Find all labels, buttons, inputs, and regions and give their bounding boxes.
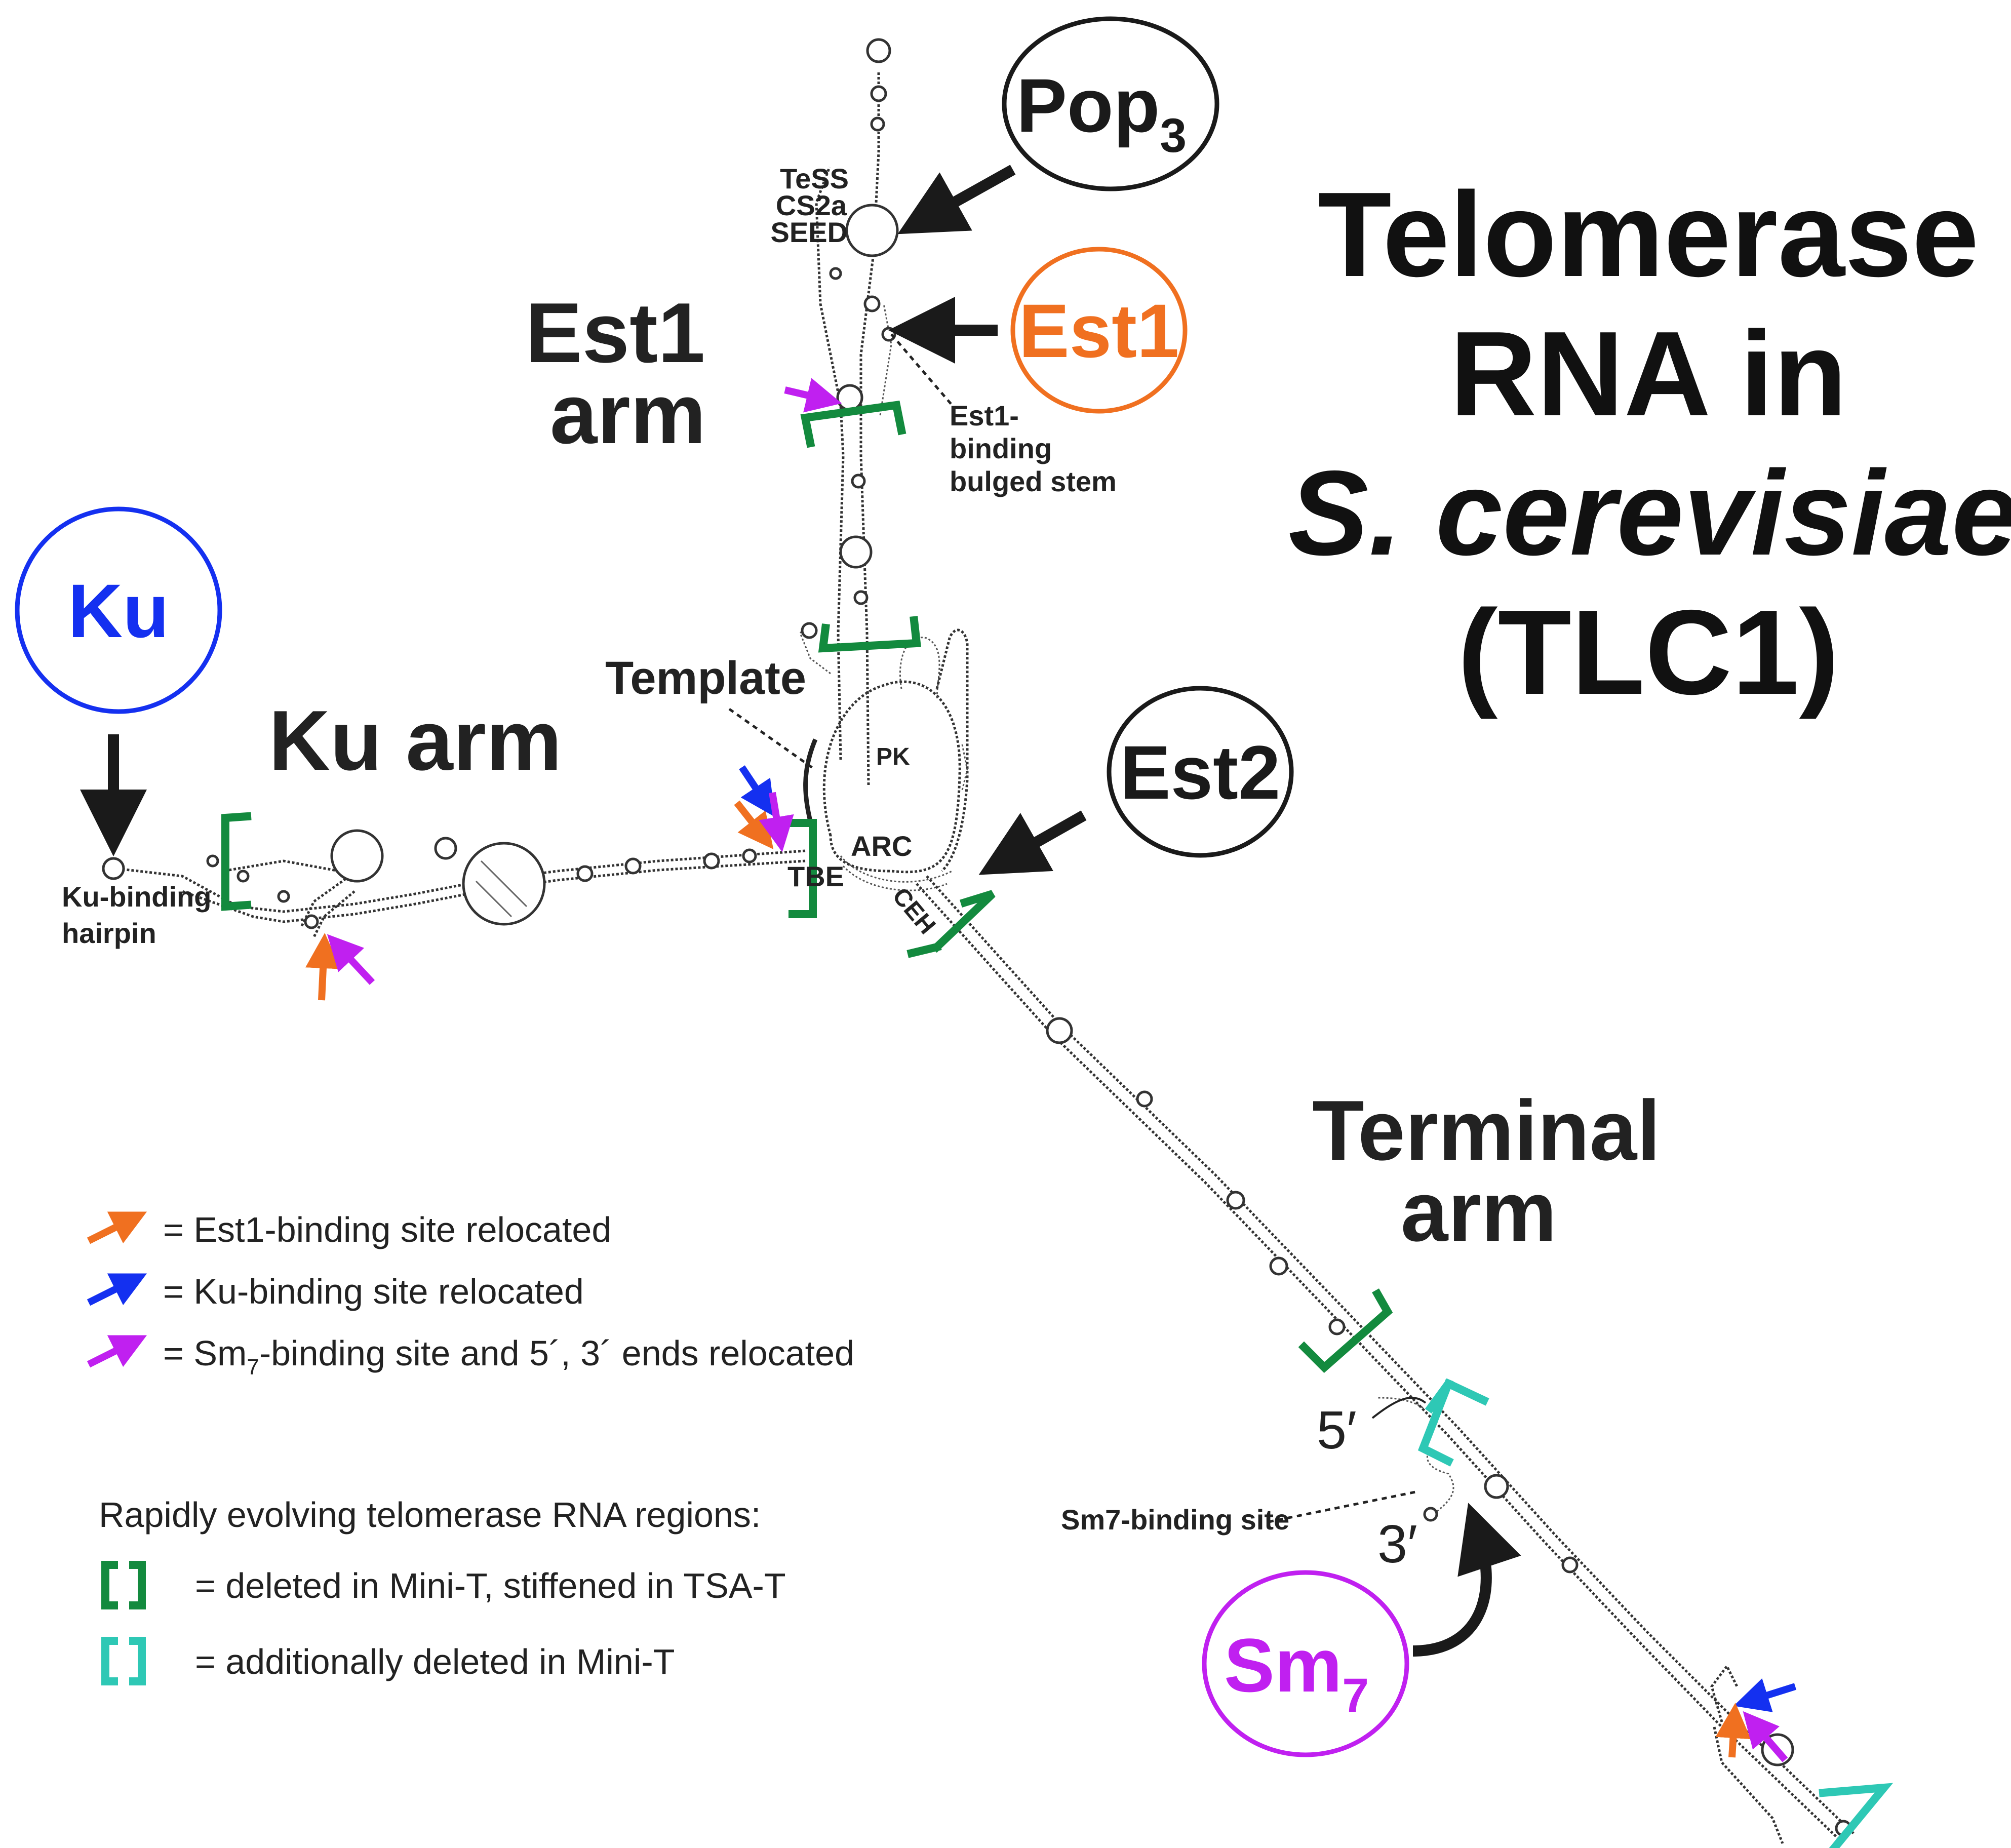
est1-protein-label: Est1 (1019, 288, 1179, 373)
legend-cyan-text: = additionally deleted in Mini-T (195, 1642, 675, 1681)
label-sm7-site: Sm7-binding site (1061, 1504, 1289, 1536)
label-ku-site-line1: Ku-binding (62, 881, 211, 913)
label-est1-site-line2: binding (950, 432, 1052, 464)
legend-est1-text: = Est1-binding site relocated (163, 1210, 611, 1249)
purple-arrow-est1-arm (784, 378, 842, 413)
legend-green-bracket-right (129, 1561, 146, 1609)
est2-protein-arrow (978, 810, 1087, 875)
title-line1: Telomerase (1318, 168, 1979, 302)
label-tess: TeSS (780, 163, 849, 194)
structure-labels: TeSS CS2a SEED Est1- binding bulged stem… (62, 163, 1427, 1574)
est1-protein: Est1 (1010, 247, 1188, 414)
label-est1-site-line3: bulged stem (950, 465, 1117, 497)
ku-protein: Ku (15, 506, 222, 714)
label-three-prime: 3′ (1377, 1514, 1417, 1574)
est1-arm-label-line2: arm (550, 366, 706, 461)
purple-arrow-core (759, 792, 794, 852)
cyan-bracket-terminal-b (1417, 1378, 1454, 1467)
est1-arm-strand (815, 38, 899, 785)
sm7-protein: Sm7 (1202, 1570, 1409, 1757)
green-bracket-ceh-b (906, 942, 942, 958)
legend-green-text: = deleted in Mini-T, stiffened in TSA-T (195, 1566, 786, 1605)
legend: = Est1-binding site relocated = Ku-bindi… (87, 1210, 854, 1685)
legend-orange-arrow (87, 1211, 147, 1244)
label-est1-site-line1: Est1- (950, 400, 1019, 431)
sm7-protein-arrow (1412, 1503, 1521, 1657)
terminal-arm-label-line1: Terminal (1312, 1083, 1661, 1178)
label-ku-site-line2: hairpin (62, 917, 156, 949)
legend-regions-heading: Rapidly evolving telomerase RNA regions: (99, 1495, 761, 1535)
label-template: Template (605, 652, 806, 704)
rna-structure (102, 38, 1855, 1844)
title-line2: RNA in (1450, 307, 1847, 441)
green-bracket-est1-upper (800, 401, 906, 448)
terminal-arm-label-line2: arm (1401, 1164, 1557, 1259)
core-domain (799, 622, 969, 891)
orange-arrow-core (734, 800, 774, 850)
est2-protein: Est2 (1107, 686, 1294, 858)
green-bracket-est1-lower (818, 616, 921, 653)
sm7-protein-label: Sm7 (1224, 1623, 1369, 1722)
est1-arm-label-line1: Est1 (526, 285, 705, 380)
label-ceh: CEH (887, 883, 941, 939)
region-brackets (221, 401, 1894, 1848)
label-arc: ARC (851, 830, 912, 862)
legend-purple-arrow (87, 1335, 147, 1368)
green-bracket-ku (221, 812, 252, 911)
diagram-title: Telomerase RNA in S. cerevisiae (TLC1) (1288, 168, 2011, 720)
green-bracket-ceh (931, 890, 996, 953)
pop3-protein: Pop3 (1002, 16, 1219, 191)
legend-cyan-bracket-right (129, 1637, 146, 1685)
pop3-arrow (897, 165, 1016, 234)
purple-arrow-ku-arm (327, 934, 375, 985)
label-tbe: TBE (787, 860, 844, 892)
label-cs2a: CS2a (776, 189, 847, 221)
legend-cyan-bracket-left (101, 1637, 118, 1685)
blue-arrow-core (739, 765, 775, 817)
green-bracket-terminal (1298, 1288, 1393, 1373)
legend-blue-arrow (87, 1273, 147, 1306)
label-seed: SEED (771, 216, 848, 248)
orange-arrow-ku-arm (305, 933, 341, 1001)
ku-arm-strand (102, 829, 806, 938)
est2-protein-label: Est2 (1120, 730, 1281, 815)
legend-green-bracket-left (101, 1561, 118, 1609)
ku-arm-label: Ku arm (269, 693, 562, 788)
orange-arrow-terminal (1715, 1703, 1751, 1758)
green-bracket-tbe (788, 819, 817, 918)
blue-arrow-terminal (1733, 1678, 1797, 1712)
legend-ku-text: = Ku-binding site relocated (163, 1272, 584, 1311)
pop3-label: Pop3 (1016, 63, 1187, 163)
title-line4: (TLC1) (1457, 585, 1839, 720)
label-pk: PK (876, 743, 910, 770)
label-five-prime: 5′ (1317, 1400, 1357, 1460)
purple-arrow-terminal (1743, 1711, 1788, 1762)
cyan-bracket-tip (1819, 1783, 1894, 1848)
ku-protein-label: Ku (68, 568, 169, 653)
title-line3: S. cerevisiae (1288, 446, 2011, 580)
relocation-arrows (305, 378, 1797, 1762)
legend-sm7-text: = Sm7-binding site and 5´, 3´ ends reloc… (163, 1333, 854, 1380)
